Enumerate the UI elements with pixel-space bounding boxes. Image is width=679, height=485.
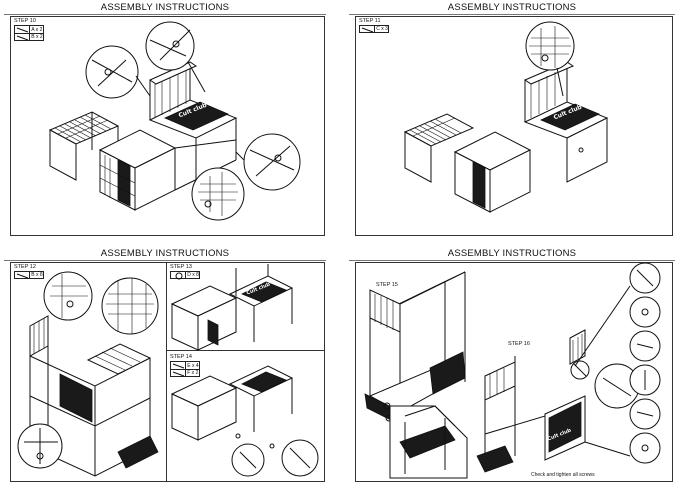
parts-box: D x 8 [170,271,200,279]
panel-title: ASSEMBLY INSTRUCTIONS [447,248,577,259]
step-label: STEP 14 [170,354,192,360]
screwdriver-icon [15,272,31,278]
screwdriver-icon [15,34,31,40]
panel-step-10: ASSEMBLY INSTRUCTIONS STEP 10 A x 2 B x … [0,0,330,240]
step-label: STEP 15 [376,282,398,288]
screwdriver-icon [171,362,187,369]
assembly-diagram [0,246,330,485]
assembly-diagram [0,0,330,240]
diagram-frame [10,262,325,482]
assembly-diagram [345,0,679,240]
assembly-diagram [345,246,679,485]
diagram-frame [355,16,673,236]
screwdriver-icon [15,26,31,33]
panel-steps-12-14: ASSEMBLY INSTRUCTIONS STEP 12 B x 8 STEP… [0,246,330,485]
screwdriver-icon [360,26,376,32]
step-label: STEP 10 [14,18,36,24]
step-label: STEP 12 [14,264,36,270]
parts-box: C x 3 [359,25,389,33]
title-rule [349,260,675,261]
diagram-frame [355,262,673,482]
panel-title: ASSEMBLY INSTRUCTIONS [100,248,230,259]
title-rule [4,260,326,261]
title-rule [4,14,326,15]
sub-frame-divider [166,262,167,482]
step-label: STEP 16 [508,341,530,347]
parts-box: A x 2 B x 2 [14,25,44,41]
title-rule [349,14,675,15]
screwdriver-icon [171,370,187,376]
step-label: STEP 13 [170,264,192,270]
caption-text: Check and tighten all screws [531,472,595,478]
sub-frame-divider [166,350,325,351]
panel-step-11: ASSEMBLY INSTRUCTIONS STEP 11 C x 3 Cult… [345,0,679,240]
panel-title: ASSEMBLY INSTRUCTIONS [447,2,577,13]
parts-box: B x 8 [14,271,44,279]
parts-box: E x 4 F x 2 [170,361,200,377]
screw-icon [171,272,187,278]
diagram-frame [10,16,325,236]
panel-title: ASSEMBLY INSTRUCTIONS [100,2,230,13]
panel-steps-15-16: ASSEMBLY INSTRUCTIONS STEP 15 STEP 16 Ch… [345,246,679,485]
step-label: STEP 11 [359,18,381,24]
